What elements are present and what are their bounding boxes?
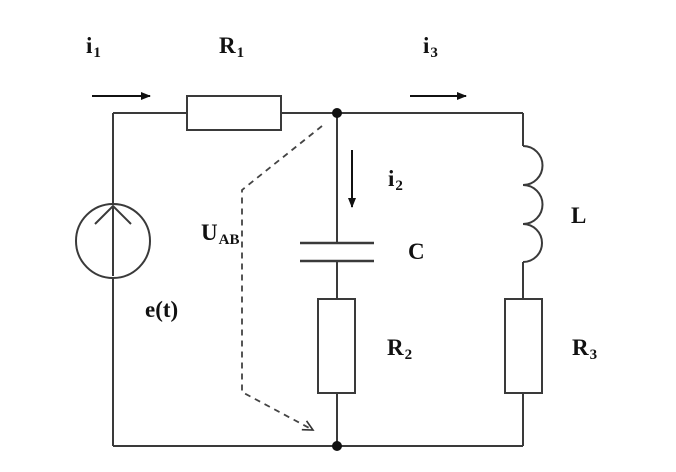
wires: [112, 112, 524, 447]
label-i1: i1: [86, 33, 101, 61]
resistor-r1: [186, 95, 282, 131]
capacitor-c: [300, 241, 374, 263]
label-i2: i2: [388, 166, 403, 194]
label-r2: R2: [387, 335, 413, 363]
label-r1: R1: [219, 33, 245, 61]
resistor-r2: [317, 298, 356, 394]
label-r3: R3: [572, 335, 598, 363]
voltage-source-symbol: [75, 203, 151, 279]
node-a: [332, 108, 342, 118]
label-l: L: [571, 203, 587, 228]
inductor-l: [522, 145, 544, 263]
label-uab: UAB: [201, 220, 240, 248]
uab-dashed-arrow: [241, 125, 323, 431]
label-source: e(t): [145, 297, 179, 322]
node-b: [332, 441, 342, 451]
resistor-r3: [504, 298, 543, 394]
label-i3: i3: [423, 33, 438, 61]
label-c: C: [408, 239, 425, 264]
